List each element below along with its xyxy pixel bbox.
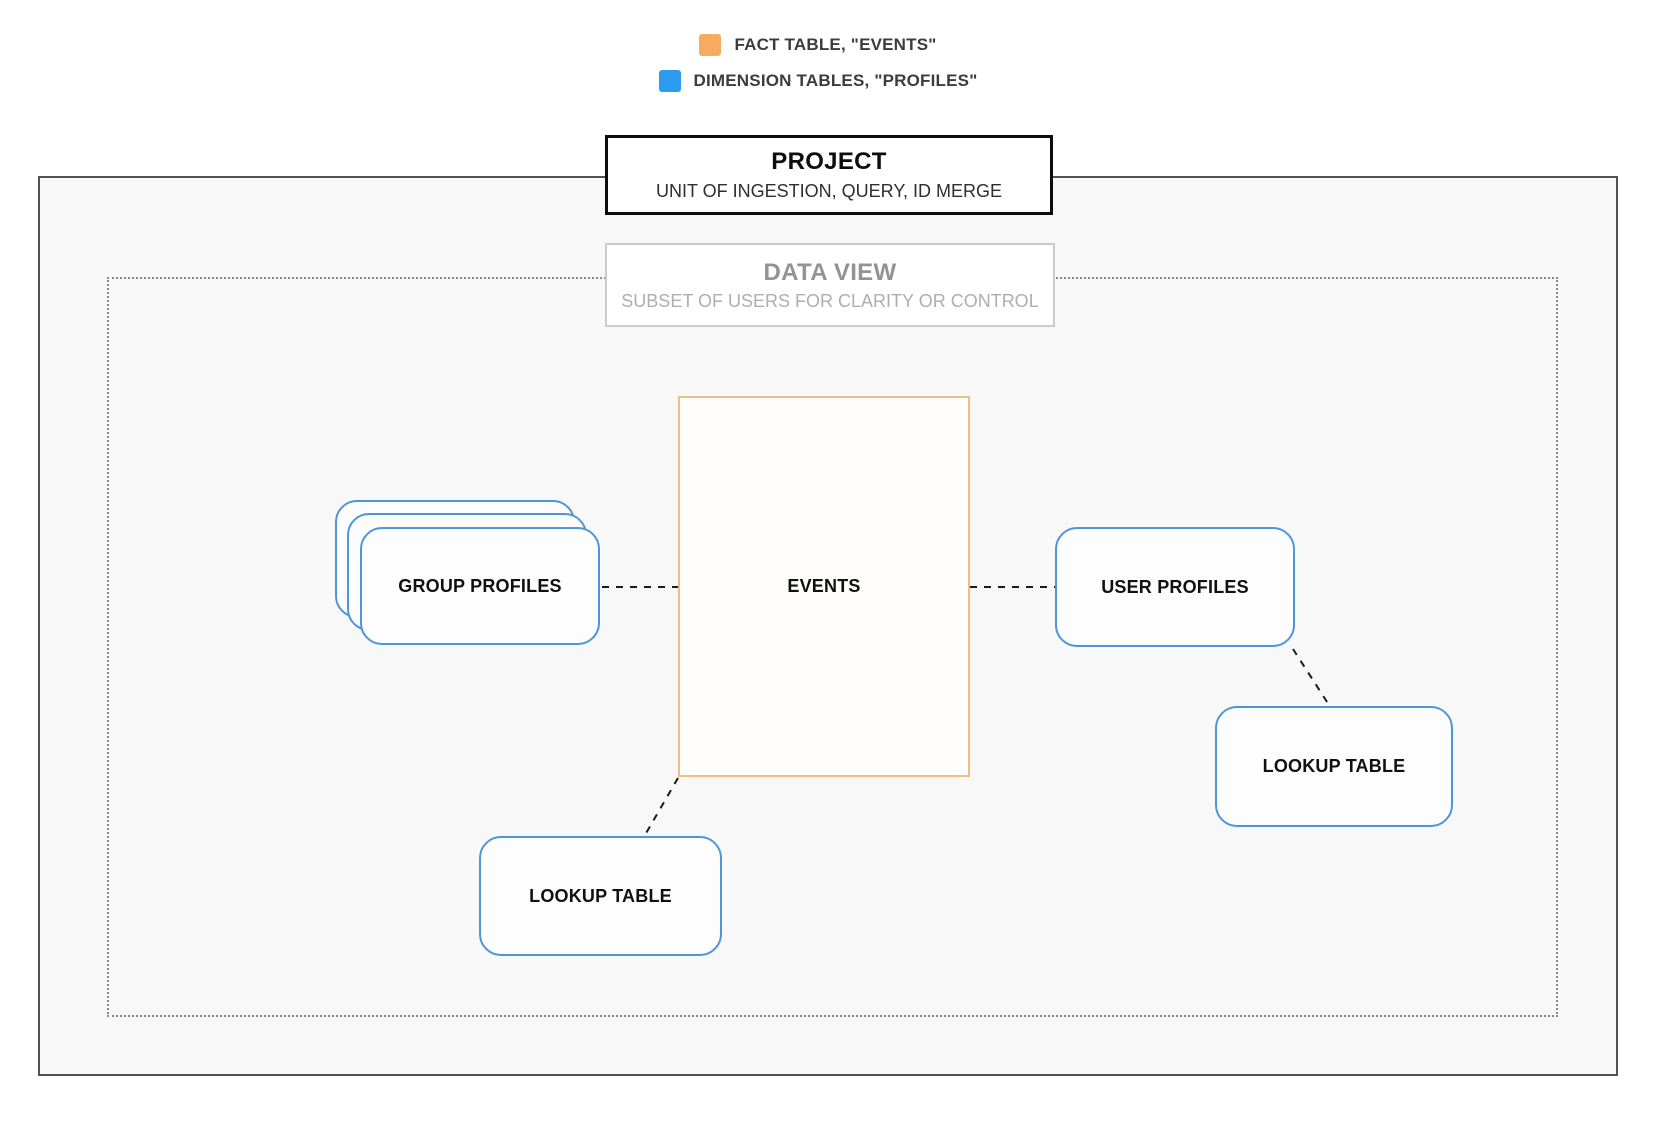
- dimension-tables-swatch-icon: [658, 70, 681, 92]
- events-label: EVENTS: [787, 576, 861, 596]
- group-profiles-node: GROUP PROFILES: [360, 527, 600, 645]
- legend-item-fact-table: FACT TABLE, "EVENTS": [699, 34, 936, 56]
- lookup-table-right-node: LOOKUP TABLE: [1215, 706, 1453, 827]
- legend-label-fact-table: FACT TABLE, "EVENTS": [734, 35, 937, 54]
- user-profiles-label: USER PROFILES: [1101, 576, 1249, 597]
- data-view-box: DATA VIEW SUBSET OF USERS FOR CLARITY OR…: [605, 243, 1055, 327]
- group-profiles-label: GROUP PROFILES: [398, 575, 562, 596]
- project-subtitle: UNIT OF INGESTION, QUERY, ID MERGE: [655, 181, 1003, 201]
- project-title: PROJECT: [771, 148, 887, 175]
- legend-item-dimension-tables: DIMENSION TABLES, "PROFILES": [658, 70, 978, 92]
- lookup-table-left-node: LOOKUP TABLE: [479, 836, 722, 956]
- legend-label-dimension-tables: DIMENSION TABLES, "PROFILES": [693, 71, 978, 90]
- data-view-subtitle: SUBSET OF USERS FOR CLARITY OR CONTROL: [621, 290, 1039, 311]
- lookup-table-left-label: LOOKUP TABLE: [529, 885, 672, 906]
- legend: FACT TABLE, "EVENTS" DIMENSION TABLES, "…: [0, 34, 1664, 92]
- project-box: PROJECT UNIT OF INGESTION, QUERY, ID MER…: [605, 135, 1053, 215]
- fact-table-swatch-icon: [699, 34, 722, 56]
- user-profiles-node: USER PROFILES: [1055, 527, 1295, 647]
- data-view-title: DATA VIEW: [763, 258, 897, 286]
- events-node: EVENTS: [678, 396, 970, 777]
- lookup-table-right-label: LOOKUP TABLE: [1262, 756, 1406, 776]
